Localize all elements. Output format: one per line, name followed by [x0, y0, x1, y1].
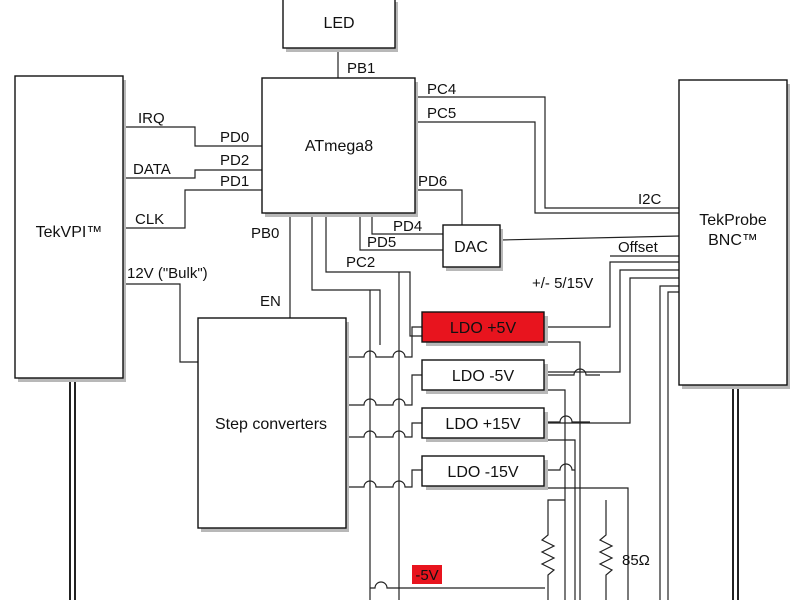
hop-m15	[545, 463, 575, 471]
rail-m5	[545, 389, 566, 600]
ldo-p5-block: LDO +5V	[421, 311, 548, 346]
label-pd1: PD1	[220, 173, 249, 190]
label-irq: IRQ	[138, 110, 165, 127]
ldo-p15-block: LDO +15V	[421, 407, 548, 442]
ldo-m5-label: LDO -5V	[452, 368, 515, 385]
label-bulk: 12V ("Bulk")	[127, 265, 208, 282]
wire-res1-top	[547, 499, 565, 520]
resistor-1	[540, 520, 556, 600]
ldo-m15-label: LDO -15V	[447, 464, 518, 481]
atmega-label: ATmega8	[305, 138, 373, 155]
wire-irq	[123, 126, 262, 147]
wire-range-m15	[659, 285, 680, 600]
dac-block: DAC	[442, 224, 503, 271]
label-en: EN	[260, 293, 281, 310]
wire-step-ldo2	[346, 374, 422, 406]
led-block: LED	[282, 0, 398, 52]
m5-net-tag: -5V	[412, 565, 442, 584]
m5-net-label: -5V	[415, 567, 438, 584]
hop-p15	[545, 415, 590, 423]
label-pb0: PB0	[251, 225, 279, 242]
label-pc2: PC2	[346, 254, 375, 271]
wire-pc2	[325, 214, 422, 337]
tekvpi-label: TekVPI™	[36, 224, 103, 241]
wire-pc4	[415, 96, 680, 209]
label-pd4: PD4	[393, 218, 422, 235]
led-label: LED	[323, 15, 354, 32]
label-pd2: PD2	[220, 152, 249, 169]
wires	[69, 50, 739, 600]
label-pd0: PD0	[220, 129, 249, 146]
wire-pd6	[415, 189, 463, 225]
ldo-p15-label: LDO +15V	[445, 416, 520, 433]
signal-labels: PB1 PC4 PC5 IRQ PD0 DATA PD2 PD1 PD6 I2C…	[127, 60, 662, 569]
wire-atm-1	[311, 214, 381, 345]
ldo-p5-label: LDO +5V	[450, 320, 517, 337]
wire-gnd	[667, 291, 680, 600]
wire-bulk	[123, 283, 198, 363]
tekprobe-label-2: BNC™	[708, 232, 758, 249]
label-pd6: PD6	[418, 173, 447, 190]
wire-clk	[123, 189, 262, 229]
rail-m15	[545, 487, 629, 600]
wire-pd5	[359, 214, 443, 251]
dac-label: DAC	[454, 239, 488, 256]
wire-range-m5	[545, 269, 680, 373]
label-85ohm: 85Ω	[622, 552, 650, 569]
label-pc4: PC4	[427, 81, 456, 98]
tekprobe-block: TekProbe BNC™	[678, 79, 790, 389]
wire-data	[123, 169, 262, 179]
label-offset: Offset	[618, 239, 659, 256]
label-pb1: PB1	[347, 60, 375, 77]
rail-p5	[545, 341, 581, 600]
rail-p15	[545, 439, 576, 600]
tekprobe-label-1: TekProbe	[699, 212, 767, 229]
ldo-m5-block: LDO -5V	[421, 359, 548, 394]
atmega-block: ATmega8	[261, 77, 418, 217]
step-converters-label: Step converters	[215, 416, 327, 433]
label-clk: CLK	[135, 211, 164, 228]
wire-step-ldo4	[346, 469, 422, 488]
resistor-85	[598, 512, 614, 600]
wire-range-p15	[545, 277, 680, 424]
wire-pc5	[415, 121, 680, 214]
label-range: +/- 5/15V	[532, 275, 593, 292]
label-i2c: I2C	[638, 191, 662, 208]
wire-pd4	[371, 214, 443, 235]
wire-dac-out	[499, 235, 681, 241]
tekvpi-block: TekVPI™	[14, 75, 126, 382]
label-pc5: PC5	[427, 105, 456, 122]
hop-m5	[545, 368, 600, 376]
label-pd5: PD5	[367, 234, 396, 251]
ldo-m15-block: LDO -15V	[421, 455, 548, 490]
step-converters-block: Step converters	[197, 317, 349, 532]
wire-step-ldo3	[346, 422, 422, 438]
wire-m5-bottom	[370, 581, 545, 589]
wire-step-ldo1	[346, 326, 422, 358]
wire-range-p5	[545, 261, 680, 328]
label-data: DATA	[133, 161, 171, 178]
